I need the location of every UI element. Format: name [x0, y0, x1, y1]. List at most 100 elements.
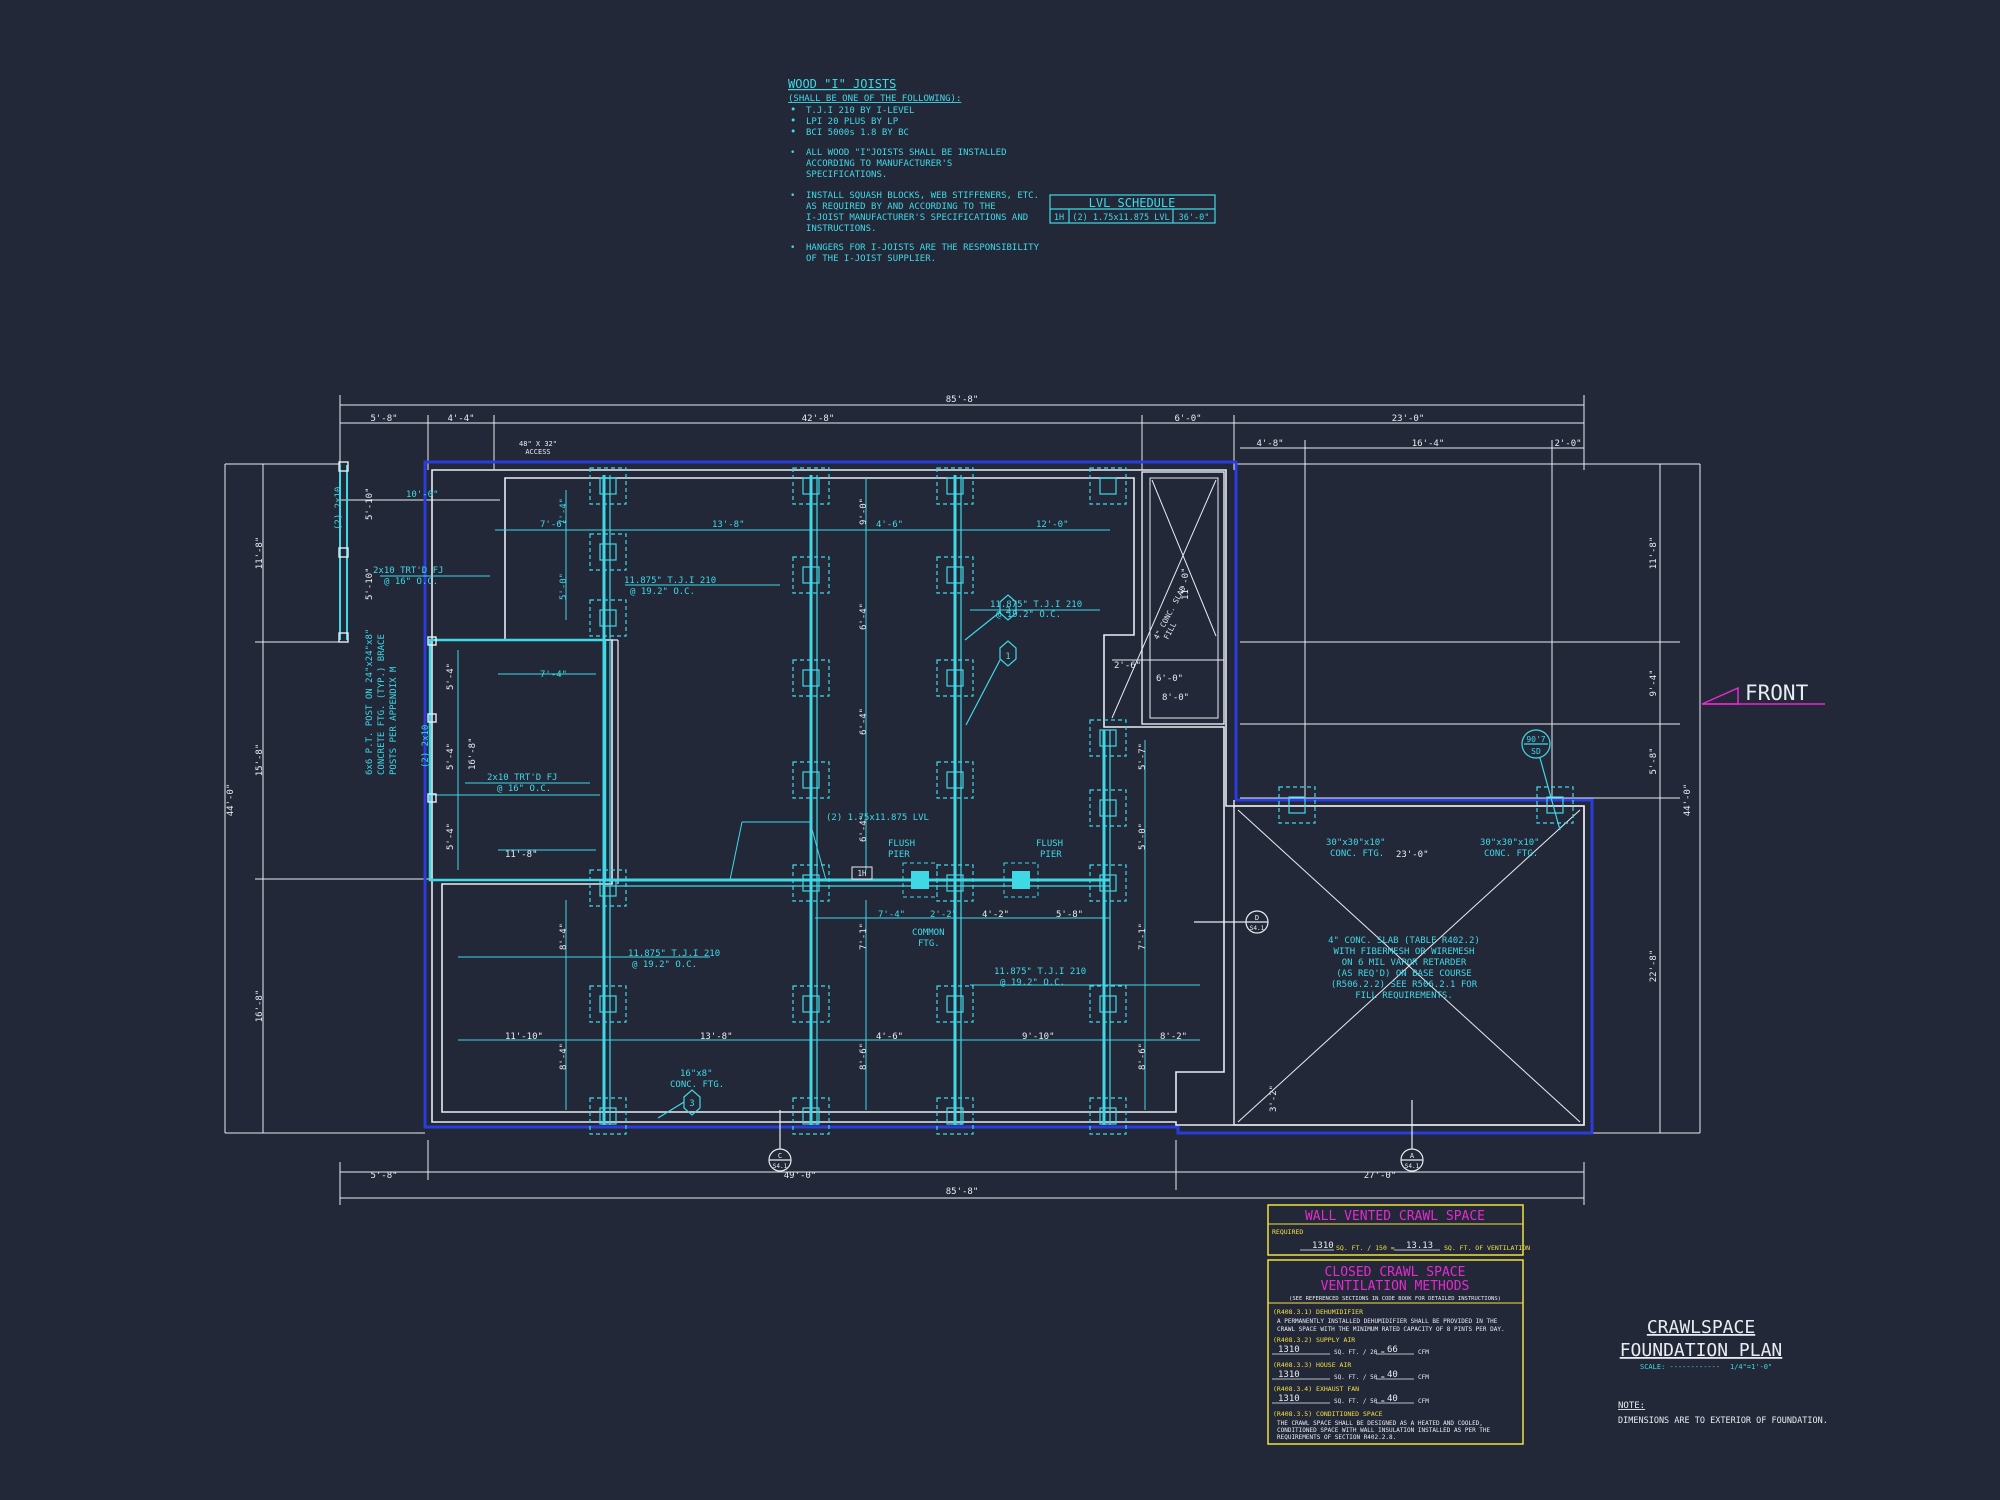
- ftg-label: CONC. FTG.: [1484, 849, 1538, 859]
- method-label: (R408.3.5) CONDITIONED SPACE: [1273, 1410, 1383, 1418]
- access-label: 48" X 32": [519, 440, 557, 448]
- dim-label: 7'-1": [1138, 923, 1148, 950]
- pier-icon: [1099, 995, 1117, 1013]
- notes-option: T.J.I 210 BY I-LEVEL: [806, 106, 914, 116]
- notes-para-2: • INSTALL SQUASH BLOCKS, WEB STIFFENERS,…: [790, 191, 1039, 234]
- pier-icon: [802, 874, 820, 892]
- pier-icon: [946, 874, 964, 892]
- dim-label: 5'-8": [1056, 910, 1083, 920]
- pier-icon: [1099, 1107, 1117, 1125]
- pier-icon: [946, 771, 964, 789]
- dim-top-right-seg: 16'-4": [1412, 439, 1445, 449]
- method-cfm: CFM: [1418, 1398, 1429, 1405]
- scale-label: SCALE: ------------: [1640, 1363, 1720, 1371]
- callout-number: 1: [1005, 652, 1010, 662]
- pier-icon: [599, 995, 617, 1013]
- trtd-label: 2x10 TRT'D FJ: [373, 566, 443, 576]
- joist-label: 11.875" T.J.I 210: [628, 949, 720, 959]
- vent-required: REQUIRED: [1272, 1228, 1303, 1236]
- notes-option: BCI 5000s 1.8 BY BC: [806, 128, 909, 138]
- dim-label: 6'-4": [859, 815, 869, 842]
- dim-right-overall: 44'-0": [1683, 784, 1693, 817]
- method-value: 40: [1387, 1394, 1398, 1404]
- flush-pier-footing-icon: [902, 862, 938, 898]
- dim-label: 5'-10": [365, 487, 375, 520]
- dim-label: 23'-0": [1396, 850, 1429, 860]
- title-block: CRAWLSPACE FOUNDATION PLAN SCALE: ------…: [1618, 1317, 1828, 1426]
- pier-footing-icon: [589, 985, 627, 1023]
- pier-icon: [599, 879, 617, 897]
- dim-label: 8'-2": [1160, 1032, 1187, 1042]
- common-ftg-label: COMMON: [912, 928, 945, 938]
- slab-note-line: WITH FIBERMESH OR WIREMESH: [1334, 947, 1475, 957]
- section-id: C: [778, 1152, 782, 1160]
- vent-calc: SQ. FT. / 150 =: [1336, 1244, 1395, 1252]
- pier-icon: [802, 566, 820, 584]
- pier-footing-icon: [589, 467, 627, 505]
- dim-label: 10'-0": [406, 490, 439, 500]
- pier-footing-icon: [792, 864, 830, 902]
- dim-label: 11'-10": [505, 1032, 543, 1042]
- callout-hex-icon: [683, 1089, 701, 1116]
- dim-bottom-seg: 5'-8": [370, 1171, 397, 1181]
- pier-icon: [802, 995, 820, 1013]
- flush-pier-label: FLUSH: [888, 839, 915, 849]
- pier-icon: [1288, 796, 1306, 814]
- notes-subtitle: (SHALL BE ONE OF THE FOLLOWING):: [788, 94, 961, 104]
- joist-label: 11.875" T.J.I 210: [624, 576, 716, 586]
- pier-footing-icon: [1089, 864, 1127, 902]
- section-id: A: [1410, 1152, 1415, 1160]
- note-text: DIMENSIONS ARE TO EXTERIOR OF FOUNDATION…: [1618, 1416, 1828, 1426]
- pier-footing-icon: [589, 599, 627, 637]
- pier-icon: [946, 477, 964, 495]
- pier-icon: [802, 771, 820, 789]
- bullet-icon: •: [790, 243, 795, 253]
- notes-line: ALL WOOD "I"JOISTS SHALL BE INSTALLED: [806, 148, 1006, 158]
- dim-label: 9'-0": [859, 498, 869, 525]
- method-label: (R408.3.4) EXHAUST FAN: [1273, 1385, 1359, 1393]
- section-markers: [768, 910, 1424, 1172]
- vent-title: WALL VENTED CRAWL SPACE: [1305, 1209, 1485, 1224]
- pier-footing-icon: [936, 1097, 974, 1135]
- bullet-icon: •: [790, 126, 796, 138]
- dim-label: 6'-4": [859, 708, 869, 735]
- scale-value: 1/4"=1'-0": [1730, 1363, 1772, 1371]
- dim-label: 11'-0": [1181, 567, 1191, 600]
- pier-icon: [1099, 799, 1117, 817]
- dim-label: 9'-10": [1022, 1032, 1055, 1042]
- closed-ref: (SEE REFERENCED SECTIONS IN CODE BOOK FO…: [1289, 1296, 1501, 1302]
- dim-label: 7'-1": [859, 923, 869, 950]
- notes-title: WOOD "I" JOISTS: [788, 77, 896, 91]
- pier-footing-icon: [936, 985, 974, 1023]
- callout-hex-icon: [999, 640, 1017, 667]
- closed-title: VENTILATION METHODS: [1321, 1279, 1470, 1294]
- method-label: (R408.3.1) DEHUMIDIFIER: [1273, 1308, 1363, 1316]
- pier-icon: [1099, 729, 1117, 747]
- dim-top-seg: 42'-8": [802, 414, 835, 424]
- dim-top-seg: 23'-0": [1392, 414, 1425, 424]
- ftg-label: CONC. FTG.: [670, 1080, 724, 1090]
- pier-footing-icon: [936, 556, 974, 594]
- framing: [380, 475, 1200, 1125]
- pier-footing-icon: [1089, 985, 1127, 1023]
- dim-label: 4'-2": [982, 910, 1009, 920]
- note-label: NOTE:: [1618, 1401, 1645, 1411]
- slab-note-line: (R506.2.2) SEE R506.2.1 FOR: [1331, 980, 1478, 990]
- lvl-note: (2) 1.75x11.875 LVL: [826, 813, 929, 823]
- common-ftg-label: FTG.: [918, 939, 940, 949]
- dim-left-seg: 16'-8": [255, 990, 265, 1023]
- pier-icon: [946, 669, 964, 687]
- dim-label: 13'-8": [712, 520, 745, 530]
- notes-line: INSTRUCTIONS.: [806, 224, 876, 234]
- method-text: REQUIREMENTS OF SECTION R402.2.8.: [1277, 1434, 1396, 1441]
- method-text: THE CRAWL SPACE SHALL BE DESIGNED AS A H…: [1277, 1420, 1483, 1427]
- dim-label: 12'-0": [1036, 520, 1069, 530]
- access-label: ACCESS: [525, 448, 550, 456]
- lvl-schedule-table: [1049, 194, 1216, 224]
- beam-tag: 1H: [857, 869, 867, 878]
- pier-icon: [1099, 874, 1117, 892]
- dim-label: 6'-4": [859, 603, 869, 630]
- lvl-schedule-length: 36'-0": [1179, 213, 1210, 223]
- dim-label: 2'-6": [1114, 661, 1141, 671]
